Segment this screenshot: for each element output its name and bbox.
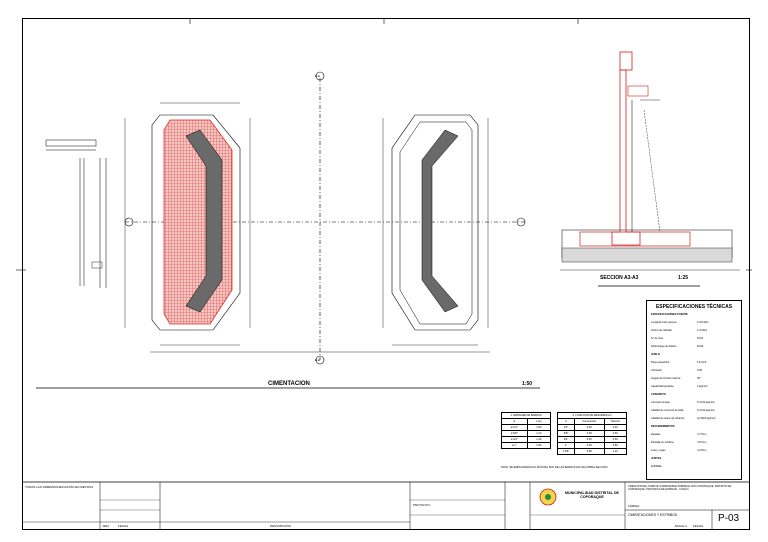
rev-date-header: FECHA	[118, 524, 129, 528]
spec-label: Peso específico	[651, 361, 670, 364]
table-cell: 1.10	[603, 448, 628, 455]
spec-label: JUNTAS	[651, 457, 662, 460]
sheet-label: LÁMINA:	[628, 504, 641, 508]
spec-value: 2 kg/cm2	[697, 385, 708, 388]
table-cell: 1.80	[526, 442, 552, 449]
spec-value: r=7.5cm	[697, 433, 707, 436]
spec-label: SUELO	[651, 353, 660, 356]
municipality-name: MUNICIPALIDAD DISTRITAL DE COPORAQUE	[565, 491, 619, 499]
rev-description-header: DESCRIPCIÓN	[270, 524, 291, 528]
table-cell: 0.80	[573, 448, 605, 455]
spec-label: Ángulo de fricción interna	[651, 377, 681, 380]
stem-wall-right	[421, 129, 459, 313]
rev-header: REV.	[103, 524, 110, 528]
drawing-sheet	[22, 18, 750, 530]
spec-label: ESPECIFICACIONES PUENTE	[651, 313, 688, 316]
spec-value: 1.8 t/m3	[697, 361, 707, 364]
spec-value: f'c=100 kg/cm2	[697, 401, 715, 404]
axis-label-top: E-E	[315, 74, 321, 78]
spec-label: CONCRETO	[651, 393, 666, 396]
spec-label: Zapatas	[651, 433, 661, 436]
splice-note: NOTA: SE EMPALMARÁN NO MÁS DEL 50% DE LA…	[501, 466, 608, 469]
spec-label: Sobrecarga de diseño	[651, 345, 677, 348]
spec-label: Ancho de calzada	[651, 329, 672, 332]
table-cell: 1 3/8"	[557, 448, 575, 455]
plan-scale: 1:50	[522, 381, 533, 387]
spec-value: L=3.60m	[697, 329, 708, 332]
spec-label: Calidad de concreto armado	[651, 409, 684, 412]
axis-label-bottom: E-E	[315, 358, 321, 362]
spec-value: N=01	[697, 337, 704, 340]
spec-label: RECUBRIMIENTOS	[651, 425, 675, 428]
sheet-name: CIMENTACIONES Y ESTRIBOS	[628, 513, 678, 517]
scale-label: ESCALA	[675, 524, 687, 528]
project-description: CREACIÓN DEL PUENTE CARROZABLE SOBRE EL …	[628, 485, 732, 491]
spec-label: Concreto simple	[651, 401, 670, 404]
spec-label: Losa y vigas	[651, 449, 666, 452]
table-cell: ø 1"	[501, 442, 528, 449]
spec-value: r=2.5cm	[697, 449, 707, 452]
specs-title: ESPECIFICACIONES TÉCNICAS	[655, 304, 733, 310]
project-label: PROYECTO:	[413, 503, 431, 507]
spec-label: Cohesión	[651, 369, 662, 372]
general-notes: TODAS LAS DIMENSIONES ESTÁN EN METROS	[25, 485, 94, 489]
sheet-number: P-03	[718, 513, 740, 524]
spec-label: Longitud entre apoyos	[651, 321, 677, 324]
spec-label: e=2.5cm	[651, 465, 662, 468]
technical-specs-box: ESPECIFICACIONES TÉCNICAS ESPECIFICACION…	[646, 300, 742, 480]
footing-outline-left	[151, 114, 241, 331]
spec-value: fy=4200 kg/cm2	[697, 417, 716, 420]
stem-wall-left	[185, 129, 223, 313]
spec-value: L=15.00m	[697, 321, 709, 324]
spec-label: Calidad de acero de refuerzo	[651, 417, 685, 420]
section-scale: 1:25	[678, 275, 689, 281]
plan-title: CIMENTACION	[268, 381, 310, 387]
spec-value: 0.00	[697, 369, 703, 372]
spec-value: r=5.0cm	[697, 441, 707, 444]
spec-value: f'c=210 kg/cm2	[697, 409, 715, 412]
section-title: SECCION A3-A3	[600, 275, 639, 281]
spec-value: 30°	[697, 377, 701, 380]
spec-label: Pantalla en estribos	[651, 441, 674, 444]
spec-label: N° de vías	[651, 337, 663, 340]
date-label: FECHA	[693, 524, 704, 528]
spec-value: HL93	[697, 345, 704, 348]
spec-label: Capacidad portante	[651, 385, 674, 388]
table-row: ø 1"1.80	[501, 442, 552, 449]
footing-outline-right	[391, 114, 479, 331]
